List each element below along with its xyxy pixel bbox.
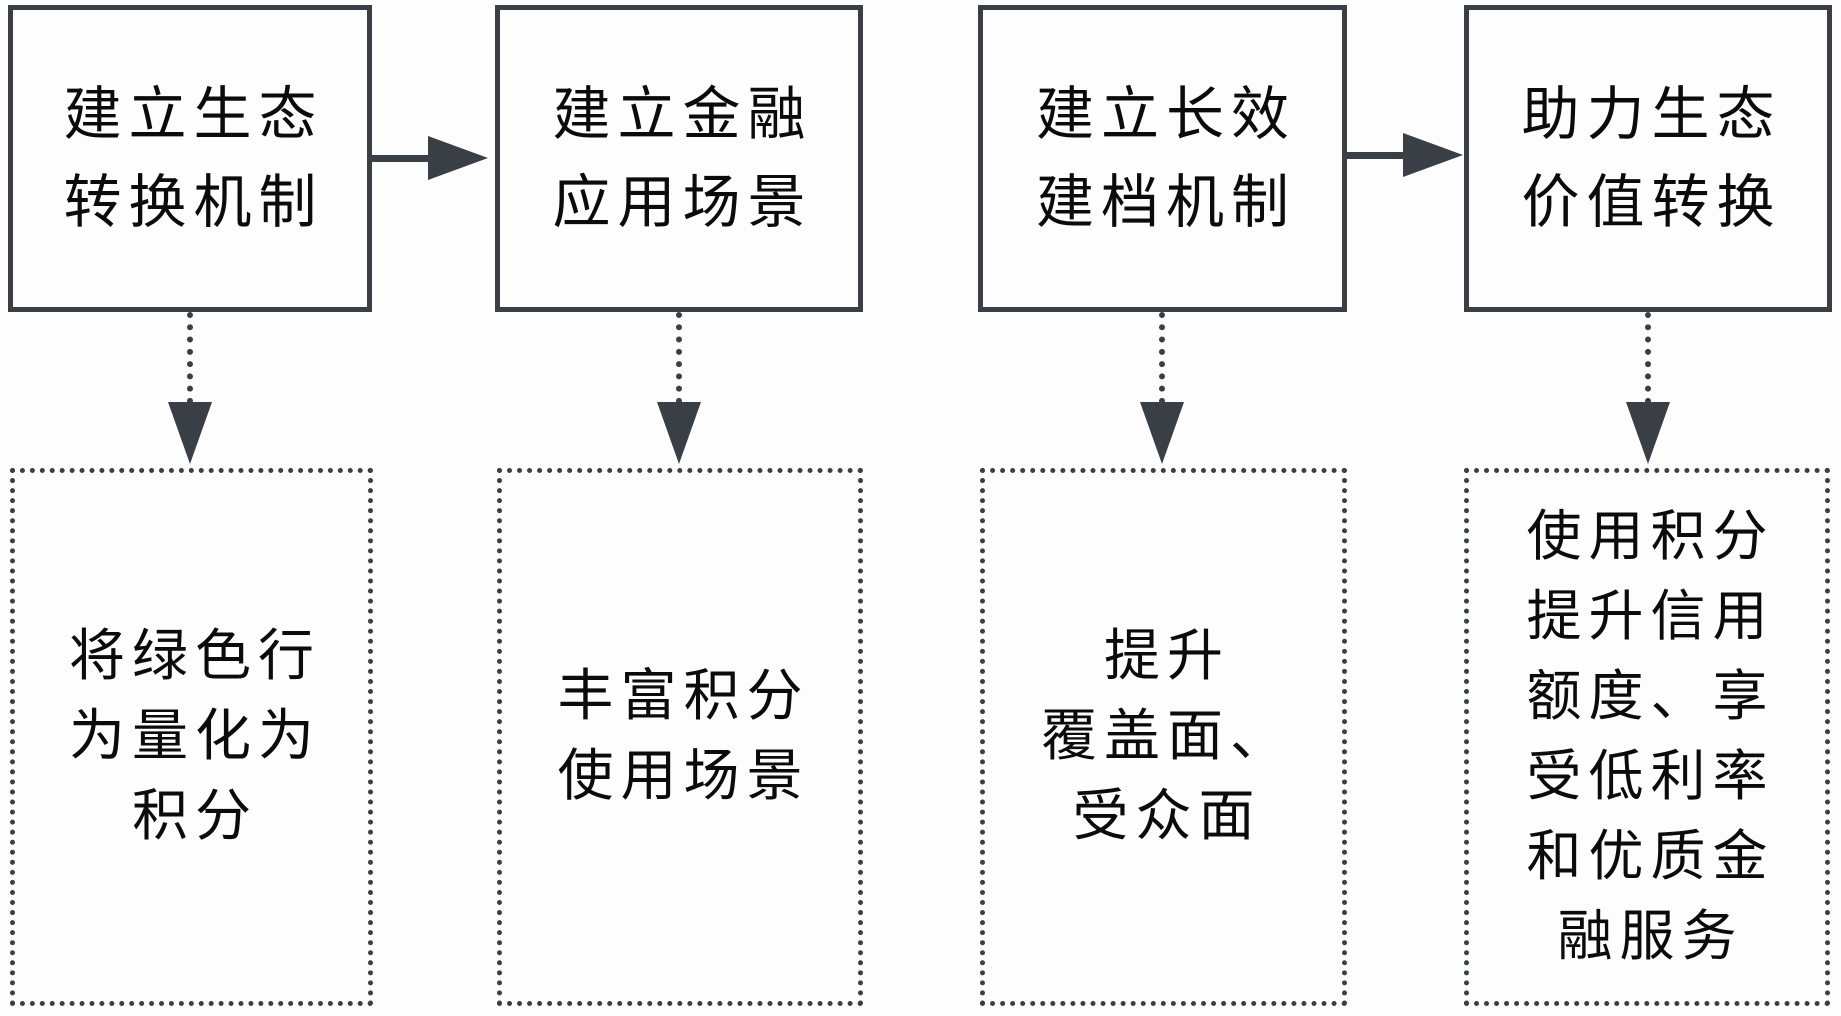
arrow-stem xyxy=(1347,152,1405,159)
bottom-box-3: 提升 覆盖面、 受众面 xyxy=(980,468,1347,1006)
bottom-box-4-line: 融服务 xyxy=(1557,906,1744,967)
bottom-box-4-line: 提升信用 xyxy=(1526,586,1775,647)
bottom-box-2-line: 使用场景 xyxy=(557,746,810,808)
bottom-box-3-line: 覆盖面、 xyxy=(1041,706,1293,768)
right-arrow-icon xyxy=(372,136,490,180)
right-arrow-icon xyxy=(1347,133,1465,177)
top-box-2: 建立金融 应用场景 xyxy=(495,5,863,312)
top-box-2-line: 应用场景 xyxy=(552,169,813,235)
top-box-4: 助力生态 价值转换 xyxy=(1464,5,1832,312)
bottom-box-3-line: 提升 xyxy=(1104,626,1230,688)
top-box-4-line: 价值转换 xyxy=(1521,169,1782,235)
bottom-box-2-line: 丰富积分 xyxy=(557,666,810,728)
bottom-box-4-line: 额度、享 xyxy=(1526,666,1775,727)
top-box-1-line: 建立生态 xyxy=(63,81,324,147)
down-arrow-icon xyxy=(1626,312,1670,466)
arrow-head xyxy=(1626,402,1670,464)
bottom-box-3-line: 受众面 xyxy=(1072,786,1262,848)
top-box-2-line: 建立金融 xyxy=(552,81,813,147)
top-box-3: 建立长效 建档机制 xyxy=(978,5,1347,312)
down-arrow-icon xyxy=(168,312,212,466)
bottom-box-1-line: 将绿色行 xyxy=(69,626,321,688)
arrow-head xyxy=(1140,402,1184,464)
dotted-arrow-stem xyxy=(1645,312,1651,404)
arrow-head xyxy=(168,402,212,464)
arrow-head xyxy=(428,136,488,180)
top-box-1-line: 转换机制 xyxy=(63,169,324,235)
bottom-box-4-line: 和优质金 xyxy=(1526,826,1775,887)
top-box-4-line: 助力生态 xyxy=(1521,81,1782,147)
top-box-3-line: 建档机制 xyxy=(1035,169,1296,235)
dotted-arrow-stem xyxy=(1159,312,1165,404)
dotted-arrow-stem xyxy=(676,312,682,404)
bottom-box-2: 丰富积分 使用场景 xyxy=(497,468,863,1006)
top-box-3-line: 建立长效 xyxy=(1035,81,1296,147)
arrow-head xyxy=(657,402,701,464)
arrow-stem xyxy=(372,155,430,162)
down-arrow-icon xyxy=(657,312,701,466)
dotted-arrow-stem xyxy=(187,312,193,404)
bottom-box-4-line: 受低利率 xyxy=(1526,746,1775,807)
bottom-box-1: 将绿色行 为量化为 积分 xyxy=(10,468,373,1006)
bottom-box-4: 使用积分 提升信用 额度、享 受低利率 和优质金 融服务 xyxy=(1464,468,1830,1006)
bottom-box-1-line: 为量化为 xyxy=(69,706,321,768)
bottom-box-1-line: 积分 xyxy=(132,786,258,848)
bottom-box-4-line: 使用积分 xyxy=(1526,506,1775,567)
top-box-1: 建立生态 转换机制 xyxy=(8,5,372,312)
down-arrow-icon xyxy=(1140,312,1184,466)
arrow-head xyxy=(1403,133,1463,177)
